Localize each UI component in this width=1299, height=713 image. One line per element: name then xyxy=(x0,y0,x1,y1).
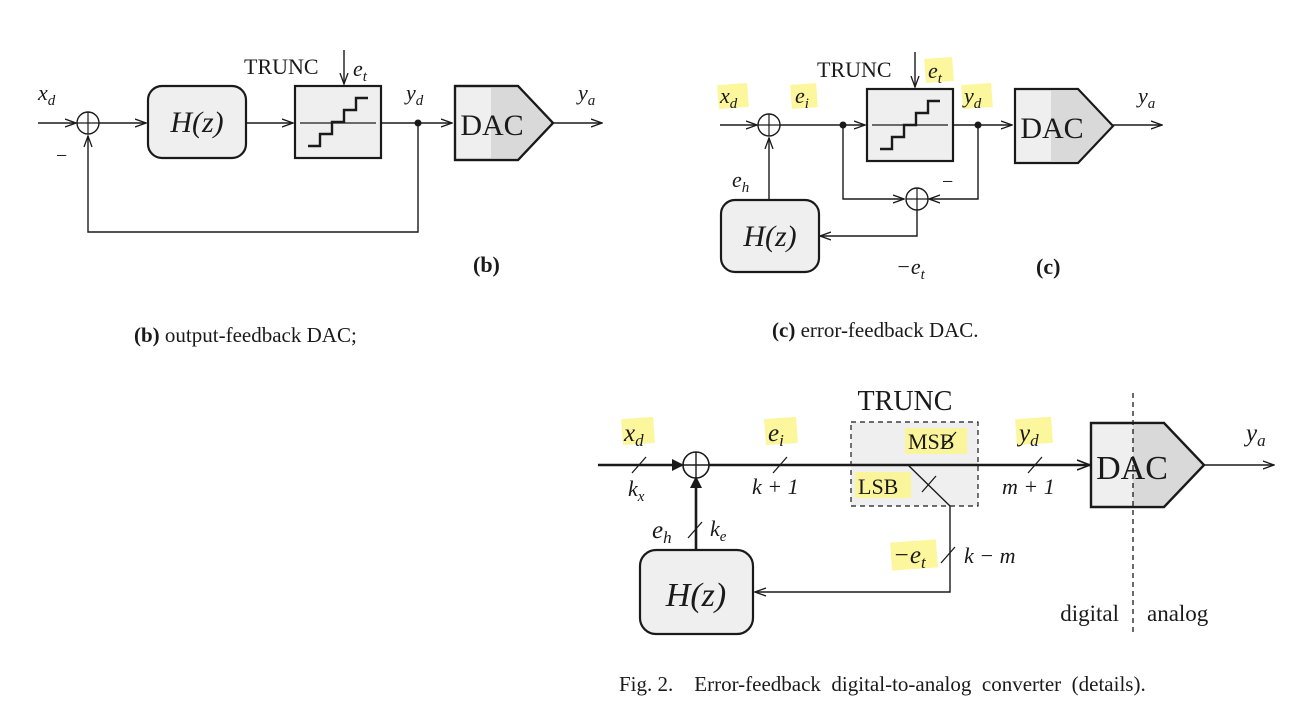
fig2-digital-label: digital xyxy=(1060,601,1119,626)
fig2-dac-block xyxy=(1089,421,1206,509)
fig2-tick-lsb xyxy=(921,475,937,493)
b-dac-label: DAC xyxy=(460,109,523,142)
c-error-label: et xyxy=(928,58,943,87)
c-wire-input-to-error-node xyxy=(842,125,904,199)
c-filter-block xyxy=(719,198,821,274)
fig2-tick-m1 xyxy=(1027,456,1043,474)
c-wire-output-to-error-node xyxy=(929,125,979,199)
c-trunc-label: TRUNC xyxy=(817,57,892,82)
fig2-trunc-label: TRUNC xyxy=(858,386,953,417)
c-highlight-ei xyxy=(790,83,818,109)
fig2-highlight-xd xyxy=(621,416,655,446)
fig2-filter-arrowhead xyxy=(690,476,702,488)
b-filter-block xyxy=(146,84,248,160)
fig2-lsb-feedback-wire xyxy=(755,464,951,592)
fig2-input-label: xd xyxy=(623,420,644,450)
c-highlight-yd xyxy=(961,82,993,110)
fig2-tick-k1 xyxy=(772,456,788,474)
b-minus-sign: − xyxy=(56,145,67,167)
fig2-output-label: yd xyxy=(1016,420,1039,450)
fig2-dac-label: DAC xyxy=(1096,450,1168,487)
fig2-k1-label: k + 1 xyxy=(752,474,799,499)
fig2-analog-domain-label: analog xyxy=(1147,601,1209,626)
c-panel-tag: (c) xyxy=(1036,254,1060,279)
b-error-label: et xyxy=(353,56,368,85)
caption-fig2: Fig. 2. Error-feedback digital-to-analog… xyxy=(619,672,1146,696)
b-filter-label: H(z) xyxy=(169,106,223,139)
fig2-neg-error-label: −et xyxy=(893,542,927,572)
diagram-fig2-details: TRUNC xd kx ei k + 1 yd m + 1 MS xyxy=(598,386,1274,636)
fig2-filter-label: H(z) xyxy=(665,577,726,614)
caption-b: (b) output-feedback DAC; xyxy=(134,323,357,347)
c-wire-error-to-filter xyxy=(820,210,918,236)
fig2-input-arrowhead xyxy=(672,459,684,471)
b-output-label: yd xyxy=(404,80,424,109)
b-summing-node xyxy=(76,111,100,135)
diagram-c-error-feedback: xd ei TRUNC et yd DAC ya xyxy=(717,52,1162,283)
b-trunc-label: TRUNC xyxy=(244,54,319,79)
b-input-label: xd xyxy=(37,80,56,109)
fig2-kx-label: kx xyxy=(628,476,645,505)
b-analog-label: ya xyxy=(576,80,595,109)
diagram-b-output-feedback: xd − H(z) TRUNC et yd DAC xyxy=(37,50,602,277)
fig2-msb-label: MSB xyxy=(908,429,954,454)
b-panel-tag: (b) xyxy=(473,252,500,277)
fig2-ei-label: ei xyxy=(768,420,784,450)
fig2-highlight-neg-et xyxy=(890,539,938,571)
c-ei-label: ei xyxy=(795,83,809,112)
caption-c: (c) error-feedback DAC. xyxy=(772,318,979,342)
c-quantizer-icon xyxy=(872,99,948,151)
fig2-eh-label: eh xyxy=(652,517,672,547)
fig2-analog-label: ya xyxy=(1243,420,1266,450)
c-minus-sign: − xyxy=(942,171,953,193)
c-analog-label: ya xyxy=(1136,83,1155,112)
c-eh-label: eh xyxy=(732,167,749,196)
fig2-highlight-ei xyxy=(764,416,798,446)
c-neg-error-label: −et xyxy=(896,254,926,283)
b-quantizer-icon xyxy=(300,96,376,148)
c-highlight-xd xyxy=(717,82,749,110)
fig2-highlight-yd xyxy=(1015,416,1053,446)
c-output-label: yd xyxy=(962,83,982,112)
fig2-highlight-msb xyxy=(905,428,967,454)
fig2-tick-kx xyxy=(631,456,647,474)
c-input-label: xd xyxy=(719,83,738,112)
fig2-tick-km xyxy=(940,546,956,564)
c-dac-label: DAC xyxy=(1020,112,1083,145)
fig2-lsb-label: LSB xyxy=(858,474,898,499)
c-filter-label: H(z) xyxy=(742,220,796,253)
c-dac-block xyxy=(1013,87,1115,165)
fig2-km-label: k − m xyxy=(964,543,1016,568)
fig2-m1-label: m + 1 xyxy=(1002,474,1055,499)
c-highlight-et xyxy=(924,57,954,83)
b-dac-block xyxy=(453,84,555,162)
b-feedback-wire xyxy=(88,123,419,233)
c-summing-node xyxy=(757,113,781,137)
fig2-summing-node xyxy=(682,451,710,479)
fig2-ke-label: ke xyxy=(710,516,727,545)
fig2-tick-msb xyxy=(941,431,957,449)
c-error-summing-node xyxy=(905,187,929,211)
fig2-highlight-lsb xyxy=(855,472,911,498)
